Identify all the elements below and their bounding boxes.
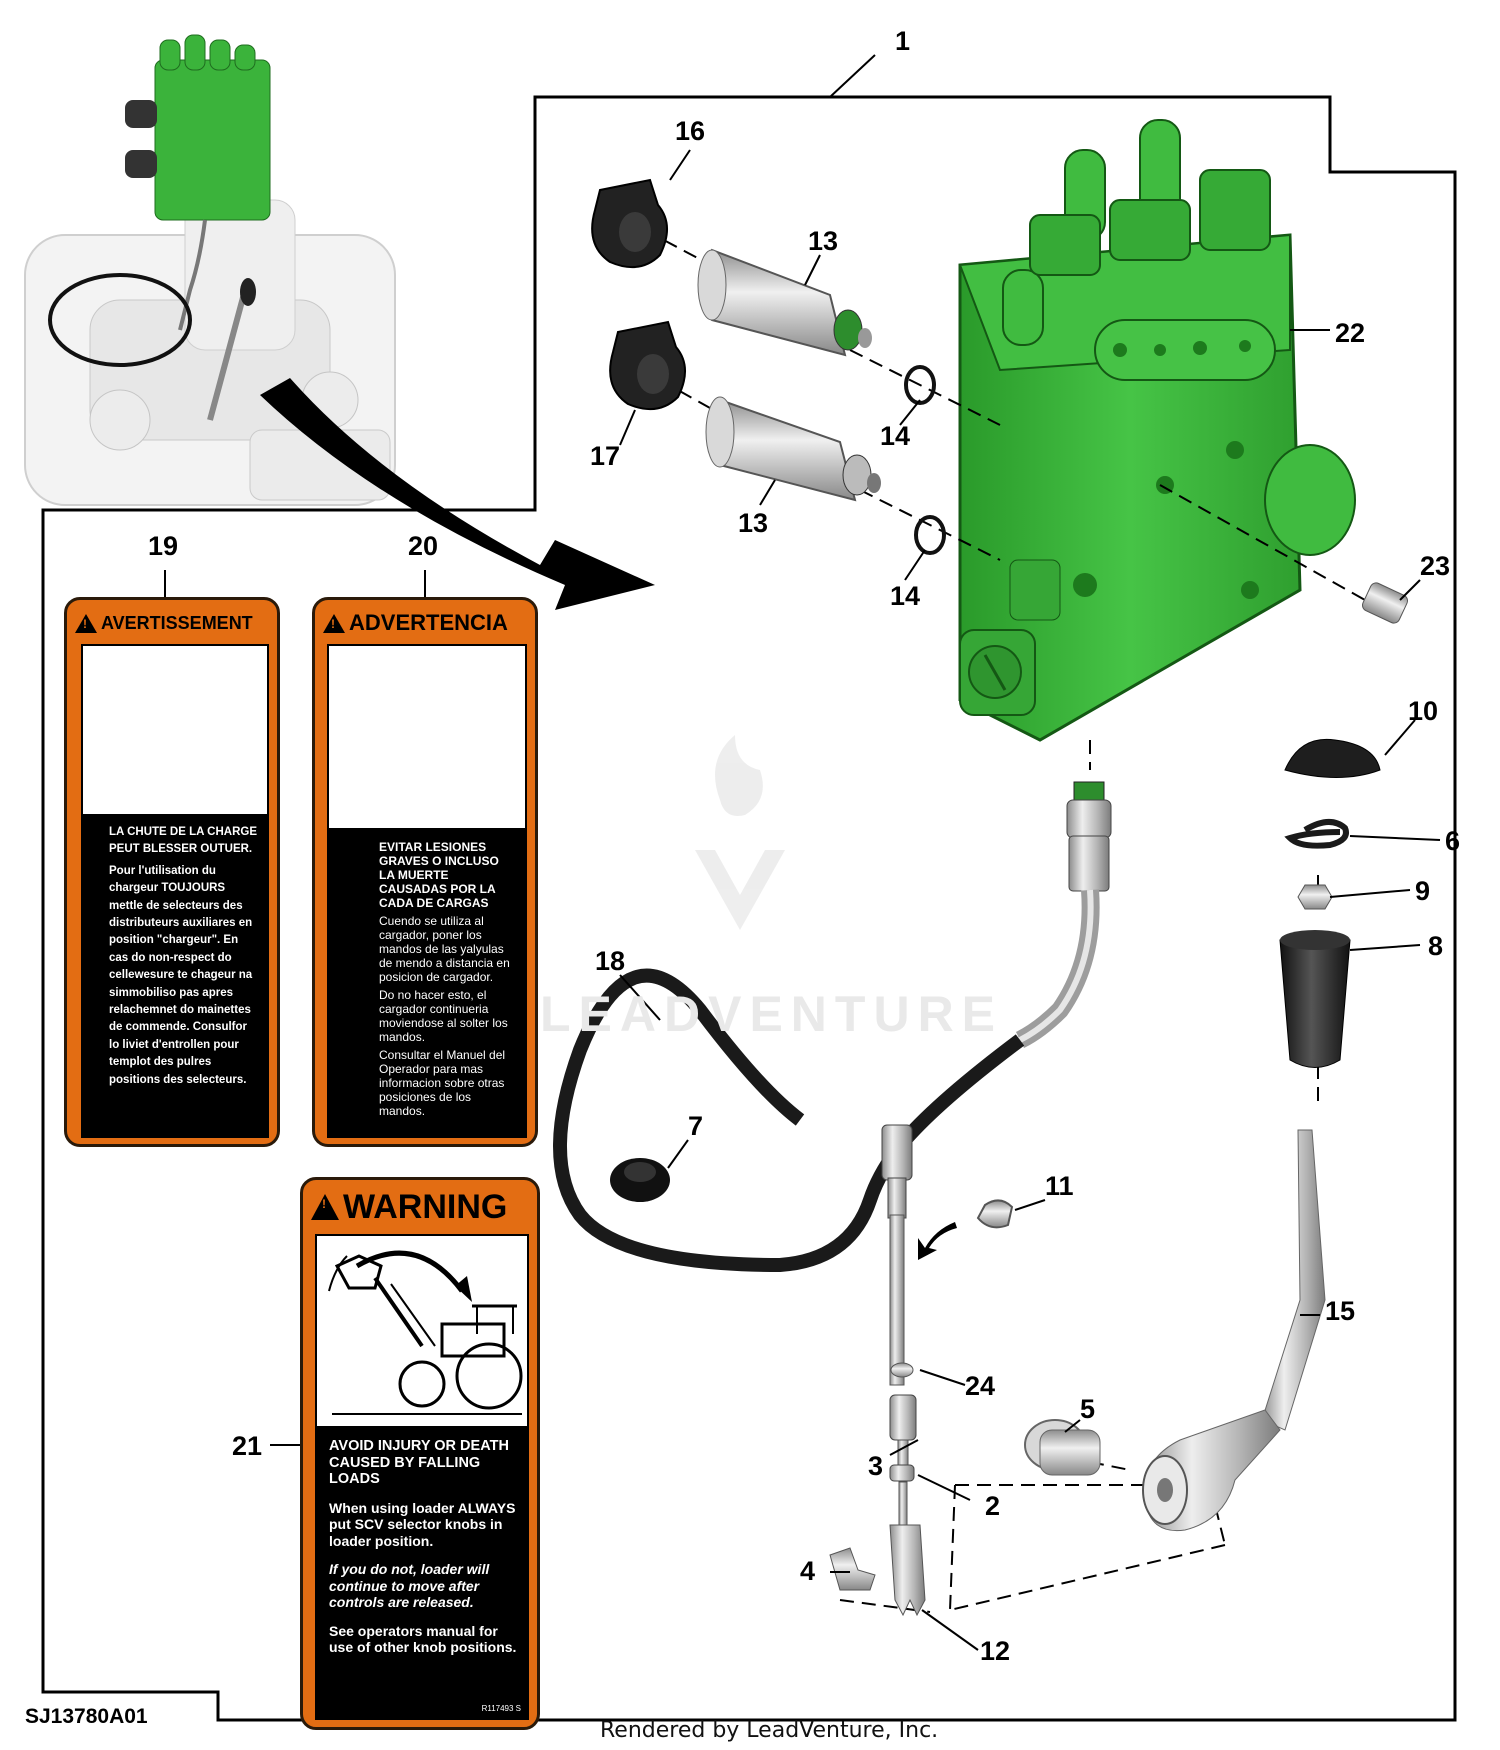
pointer-arrow bbox=[260, 378, 655, 610]
o-ring-14-upper bbox=[904, 365, 936, 405]
decal-20-text-panel: EVITAR LESIONES GRAVES O INCLUSO LA MUER… bbox=[327, 830, 527, 1138]
callout-24: 24 bbox=[965, 1371, 995, 1401]
callout-14-upper: 14 bbox=[880, 421, 910, 451]
callout-2: 2 bbox=[985, 1491, 1000, 1521]
callout-13-upper: 13 bbox=[808, 226, 838, 256]
callout-4: 4 bbox=[800, 1556, 815, 1586]
callout-20: 20 bbox=[408, 531, 438, 561]
callout-8: 8 bbox=[1428, 931, 1443, 961]
callout-21: 21 bbox=[232, 1431, 262, 1461]
callout-9: 9 bbox=[1415, 876, 1430, 906]
callout-23: 23 bbox=[1420, 551, 1450, 581]
decal-21-picture-panel bbox=[315, 1234, 529, 1428]
callout-7: 7 bbox=[688, 1111, 703, 1141]
render-footer: Rendered by LeadVenture, Inc. bbox=[600, 1718, 939, 1743]
tractor-overview-illustration bbox=[24, 34, 396, 506]
decal-19-text-panel: LA CHUTE DE LA CHARGE PEUT BLESSER OUTUE… bbox=[81, 816, 269, 1138]
watermark-logo bbox=[695, 735, 785, 930]
coupler-13-lower bbox=[705, 396, 881, 502]
assembly-frame bbox=[41, 95, 1457, 1722]
small-curved-arrow bbox=[918, 1222, 957, 1260]
figure-id: SJ13780A01 bbox=[25, 1705, 148, 1728]
decal-19-picture-panel bbox=[81, 644, 269, 816]
knob-8 bbox=[1279, 930, 1351, 1068]
decal-21-english: WARNING AVOID INJURY OR DEATH CAUSED BY … bbox=[300, 1177, 540, 1730]
decal-part-ref: R117493 S bbox=[481, 1703, 521, 1713]
dust-cap-16 bbox=[591, 178, 668, 269]
control-lever-15 bbox=[1142, 1129, 1326, 1532]
dust-cap-17 bbox=[609, 320, 686, 411]
spacer-3 bbox=[889, 1394, 917, 1441]
callout-13-lower: 13 bbox=[738, 508, 768, 538]
spring-clip-6 bbox=[1284, 819, 1349, 849]
cable-assembly-18 bbox=[553, 781, 1112, 1386]
bushing-5 bbox=[1024, 1419, 1101, 1476]
decal-21-header: WARNING bbox=[311, 1186, 529, 1228]
decal-19-header: AVERTISSEMENT bbox=[75, 608, 269, 638]
snap-ring-11 bbox=[976, 1199, 1014, 1229]
decal-19-french: AVERTISSEMENT LA CHUTE DE LA CHARGE PEUT… bbox=[64, 597, 280, 1147]
callout-14-lower: 14 bbox=[890, 581, 920, 611]
nut-9 bbox=[1297, 884, 1333, 910]
valve-housing-22 bbox=[958, 119, 1356, 742]
callout-6: 6 bbox=[1445, 826, 1460, 856]
o-ring-14-lower bbox=[914, 515, 946, 555]
washer-24 bbox=[890, 1362, 914, 1378]
bolt-23 bbox=[1362, 582, 1408, 624]
callout-17: 17 bbox=[590, 441, 620, 471]
warning-triangle-icon bbox=[75, 613, 97, 633]
coupler-13-upper bbox=[697, 248, 872, 357]
callout-numbers: 1 2 3 4 5 6 7 8 9 10 11 12 13 13 14 14 1… bbox=[148, 26, 1460, 1666]
callout-12: 12 bbox=[980, 1636, 1010, 1666]
callout-1: 1 bbox=[895, 26, 910, 56]
callout-10: 10 bbox=[1408, 696, 1438, 726]
callout-16: 16 bbox=[675, 116, 705, 146]
grommet-7 bbox=[610, 1158, 670, 1202]
callout-19: 19 bbox=[148, 531, 178, 561]
callout-5: 5 bbox=[1080, 1394, 1095, 1424]
loader-tractor-icon bbox=[328, 1250, 523, 1415]
callout-3: 3 bbox=[868, 1451, 883, 1481]
cap-10 bbox=[1284, 738, 1381, 778]
callout-18: 18 bbox=[595, 946, 625, 976]
clip-4 bbox=[829, 1547, 876, 1591]
warning-triangle-icon bbox=[311, 1194, 339, 1220]
bushing-2 bbox=[889, 1464, 915, 1482]
warning-triangle-icon bbox=[323, 613, 345, 633]
callout-11: 11 bbox=[1045, 1171, 1074, 1201]
decal-21-text-panel: AVOID INJURY OR DEATH CAUSED BY FALLING … bbox=[315, 1428, 529, 1720]
decal-20-spanish: ADVERTENCIA EVITAR LESIONES GRAVES O INC… bbox=[312, 597, 538, 1147]
clevis-12 bbox=[889, 1524, 926, 1617]
watermark-text: LEADVENTURE bbox=[540, 986, 1004, 1042]
callout-22: 22 bbox=[1335, 318, 1365, 348]
decal-20-header: ADVERTENCIA bbox=[323, 608, 527, 638]
decal-20-picture-panel bbox=[327, 644, 527, 830]
callout-leaders bbox=[164, 149, 1441, 1651]
callout-15: 15 bbox=[1325, 1296, 1355, 1326]
